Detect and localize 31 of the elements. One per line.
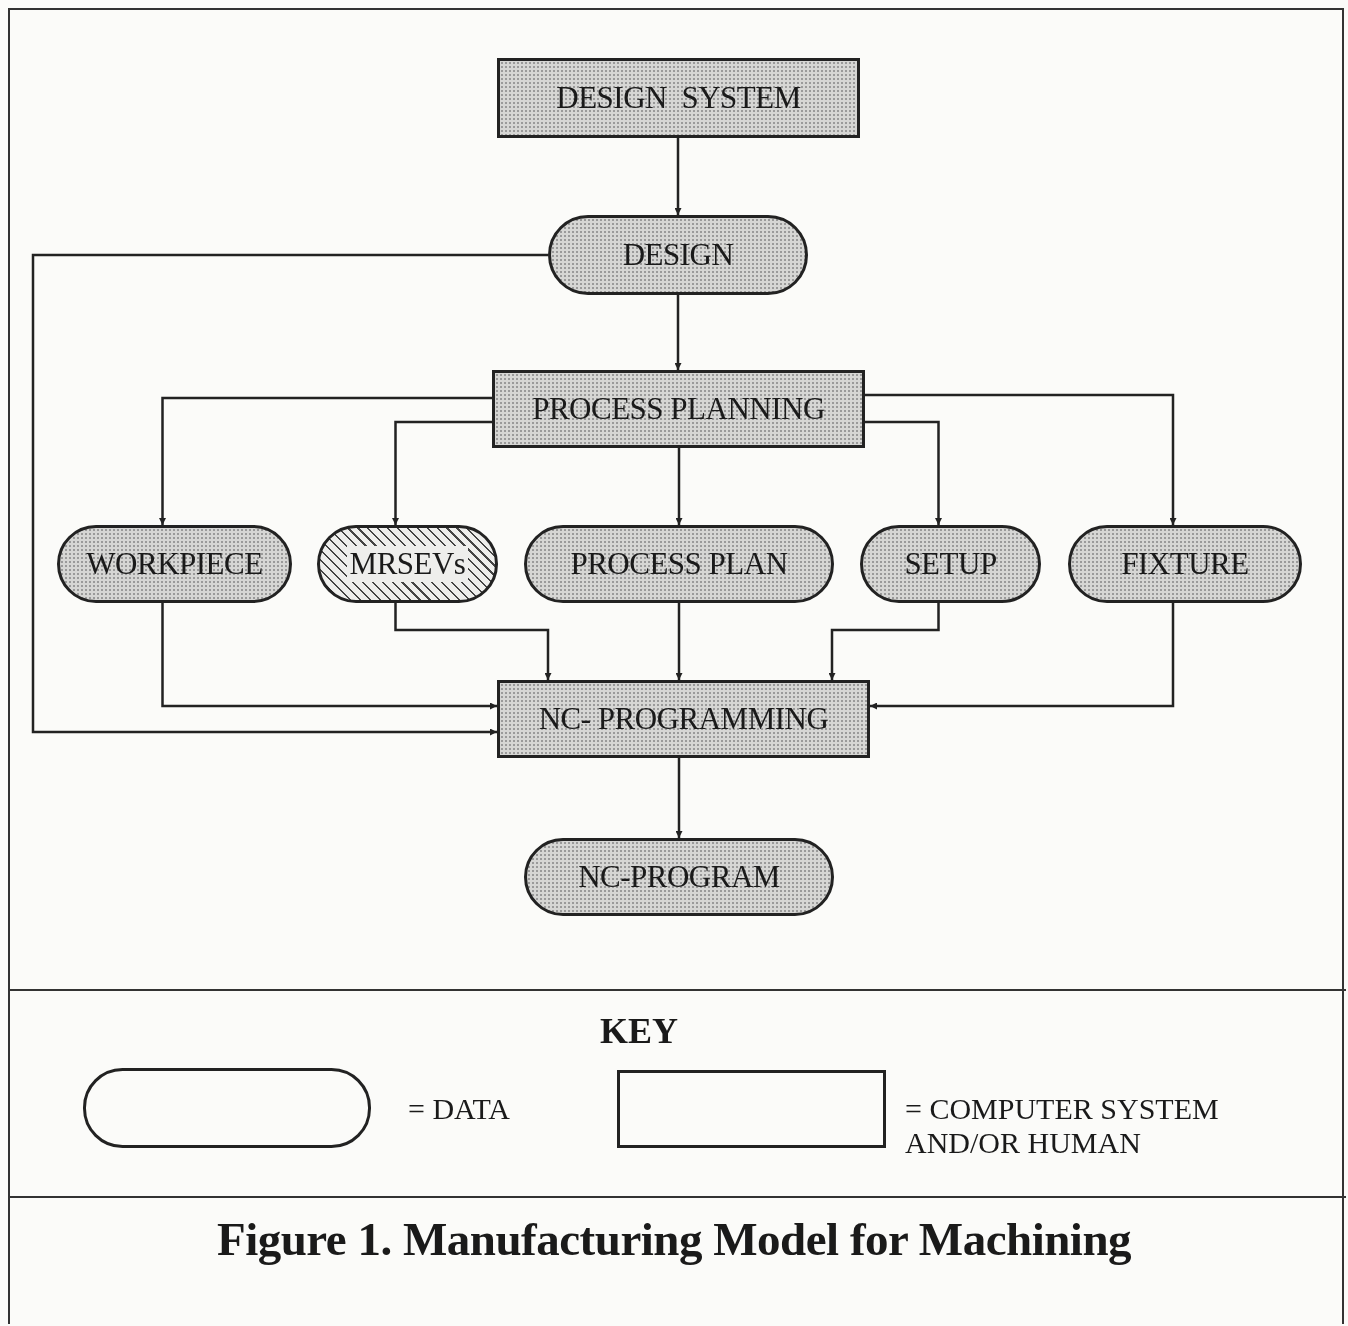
arrow [674, 138, 682, 215]
arrow [870, 603, 1175, 710]
legend-text: = DATA [408, 1092, 511, 1126]
node-label: WORKPIECE [86, 546, 263, 582]
key-heading: KEY [600, 1010, 678, 1052]
node-label: NC-PROGRAM [578, 859, 780, 895]
system-box [497, 58, 860, 138]
node-label: DESIGN [622, 237, 734, 273]
node-label: DESIGN SYSTEM [556, 80, 801, 116]
figure-caption: Figure 1. Manufacturing Model for Machining [215, 1212, 1133, 1266]
arrow [392, 420, 492, 525]
arrow [675, 758, 683, 838]
node-label: MRSEVs [346, 546, 469, 582]
arrow [828, 603, 940, 680]
arrow [675, 603, 683, 680]
node-label: PROCESS PLANNING [532, 391, 825, 427]
arrow [31, 253, 548, 736]
arrow [865, 393, 1177, 525]
node-label: FIXTURE [1121, 546, 1249, 582]
arrow [394, 603, 552, 680]
arrow [675, 448, 683, 525]
node-label: NC- PROGRAMMING [538, 701, 829, 737]
arrow [674, 295, 682, 370]
arrow [159, 396, 492, 525]
arrow [865, 420, 942, 525]
system-box [492, 370, 865, 448]
arrow [161, 603, 497, 710]
node-label: PROCESS PLAN [570, 546, 788, 582]
legend-text: = COMPUTER SYSTEM AND/OR HUMAN [905, 1092, 1220, 1160]
system-box [497, 680, 870, 758]
node-label: SETUP [904, 546, 997, 582]
